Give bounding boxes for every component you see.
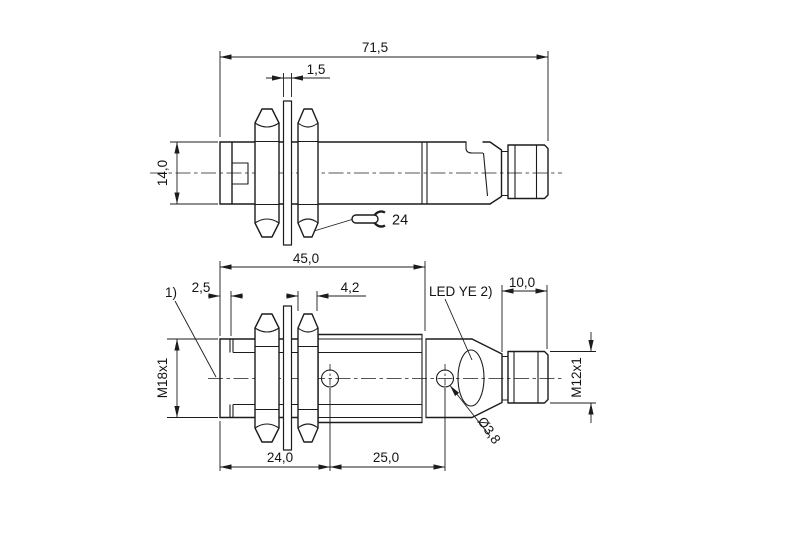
wrench-size-callout: 24: [313, 210, 408, 232]
dim-thread-spec: M18x1: [155, 338, 218, 418]
dim-body-height: 14,0: [155, 141, 218, 205]
connector-neck-2: [502, 355, 508, 401]
dim-text-wrench-size: 24: [392, 213, 408, 229]
dim-hole-positions: 24,0 25,0: [219, 388, 446, 471]
connector-detail-lines-2: [513, 351, 539, 403]
bottom-view: 45,0 2,5 4,2 LED YE 2) 10,0: [155, 251, 596, 471]
dim-barrel-length: 45,0: [219, 251, 426, 336]
hole-diameter-callout: Ø3,8: [449, 385, 504, 447]
dim-text-hole-diameter: Ø3,8: [475, 414, 504, 447]
dim-overall-length: 71,5: [219, 40, 549, 141]
dim-text-washer-thickness: 1,5: [307, 62, 326, 77]
connector-detail-lines: [514, 145, 538, 199]
dim-washer-thickness: 1,5: [266, 62, 330, 97]
washer: [282, 100, 293, 246]
led-callout: LED YE 2): [429, 284, 493, 361]
thread-start-ticks: [229, 339, 234, 418]
end-cap-cone-edge: [482, 152, 489, 197]
sleeve-inner-edges: [318, 338, 422, 419]
barrel-joint-lines: [421, 142, 428, 204]
led-window-ellipse: [457, 349, 485, 407]
face-slot: [232, 162, 249, 185]
dim-connector-thread: M12x1: [550, 332, 596, 423]
connector-outline: [507, 144, 549, 200]
end-cap-chamfer: [471, 338, 503, 419]
rear-barrel-edges: [425, 338, 473, 419]
hex-nut-2b: [297, 313, 319, 443]
dim-connector-length: 10,0: [501, 275, 548, 352]
dim-text-overall-length: 71,5: [362, 40, 388, 55]
wrench-handle-icon: [351, 214, 379, 224]
hex-nut-2: [297, 108, 319, 238]
dim-text-connector-length: 10,0: [509, 275, 535, 290]
dim-text-connector-thread: M12x1: [569, 357, 584, 398]
led-label-text: LED YE 2): [429, 284, 493, 299]
dim-text-nut-thickness: 4,2: [341, 280, 360, 295]
connector-neck: [501, 150, 508, 197]
sensor-body-side-view: [219, 141, 549, 205]
dim-text-tip-length: 2,5: [192, 280, 211, 295]
hex-nut-1: [254, 108, 280, 238]
washer-2: [282, 305, 293, 451]
end-cap-outline: [482, 141, 503, 205]
dim-text-barrel-length: 45,0: [293, 251, 319, 266]
dim-text-body-height: 14,0: [155, 160, 170, 186]
dim-text-face-to-hole1: 24,0: [267, 450, 293, 465]
barrel-joint-lines-2: [421, 334, 427, 423]
hex-nut-1b: [254, 313, 280, 443]
dim-text-hole-spacing: 25,0: [373, 450, 399, 465]
dim-text-thread-spec: M18x1: [155, 358, 170, 399]
footnote-ref-text: 1): [165, 285, 177, 300]
dim-nut-thickness: 4,2: [286, 280, 366, 311]
dim-tip-length: 2,5: [192, 280, 243, 336]
led-groove: [465, 142, 483, 154]
footnote-callout: 1): [165, 285, 217, 378]
top-view: 71,5 1,5 14,0 24: [150, 40, 562, 246]
